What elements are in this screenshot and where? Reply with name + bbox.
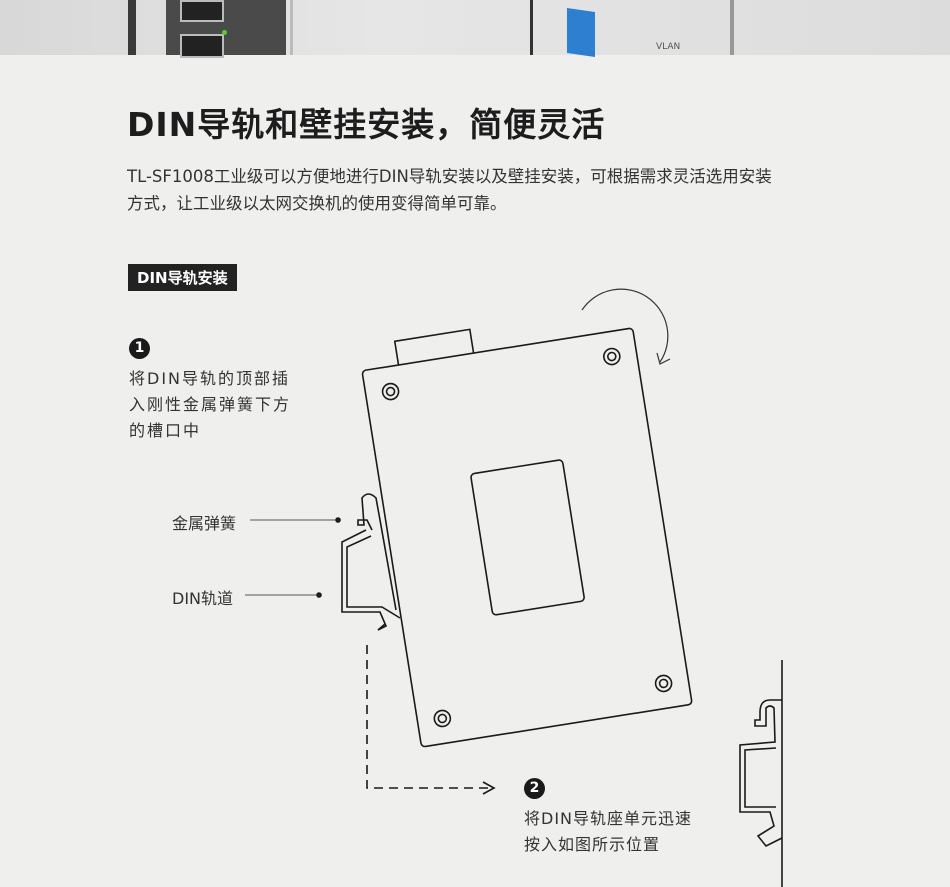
spring-callout-label: 金属弹簧 [172,514,237,533]
device-body [361,327,693,748]
ethernet-port [180,34,224,58]
ethernet-port [180,0,224,22]
screw-hole-icon [381,382,400,401]
section-title: DIN导轨和壁挂安装，简便灵活 [127,105,606,144]
device-label-window [470,459,585,616]
screw-hole-icon [654,674,673,693]
step-2-number: 2 [524,778,545,799]
step-text-line: 将DIN导轨座单元迅速 [524,809,693,828]
din-rail-mounted-inner [744,747,777,808]
step-text-line: 将DIN导轨的顶部插 [129,369,291,388]
section-description: TL-SF1008工业级可以方便地进行DIN导轨安装以及壁挂安装，可根据需求灵活… [127,167,772,213]
din-rail-drawing [341,529,388,631]
screw-hole-icon [603,347,621,366]
rail-callout-label: DIN轨道 [172,589,234,608]
step-1-number: 1 [129,338,150,359]
dashed-arrow-head-icon [482,781,496,795]
step-text-line: 按入如图所示位置 [524,835,661,854]
step-text-line: 的槽口中 [129,421,202,440]
arrow-head-icon [656,352,671,365]
callout-dot [316,592,322,598]
led-indicator [222,30,227,35]
rotate-arrow-icon [581,288,669,363]
screw-hole-icon [433,709,452,728]
step-2-text: 将DIN导轨座单元迅速 按入如图所示位置 [524,806,692,858]
switch-device-drawing [361,327,693,748]
product-photo-strip: VLAN [0,0,950,58]
din-rail-mounted-drawing [739,699,783,848]
callout-dot [335,517,341,523]
step-1-text: 将DIN导轨的顶部插 入刚性金属弹簧下方 的槽口中 [129,366,291,444]
dashed-guide-line [366,645,490,789]
din-install-badge: DIN导轨安装 [128,264,237,291]
step-text-line: 入刚性金属弹簧下方 [129,395,292,414]
metal-spring-drawing [357,493,397,611]
vlan-label: VLAN [656,42,681,52]
din-rail-inner [346,535,401,619]
